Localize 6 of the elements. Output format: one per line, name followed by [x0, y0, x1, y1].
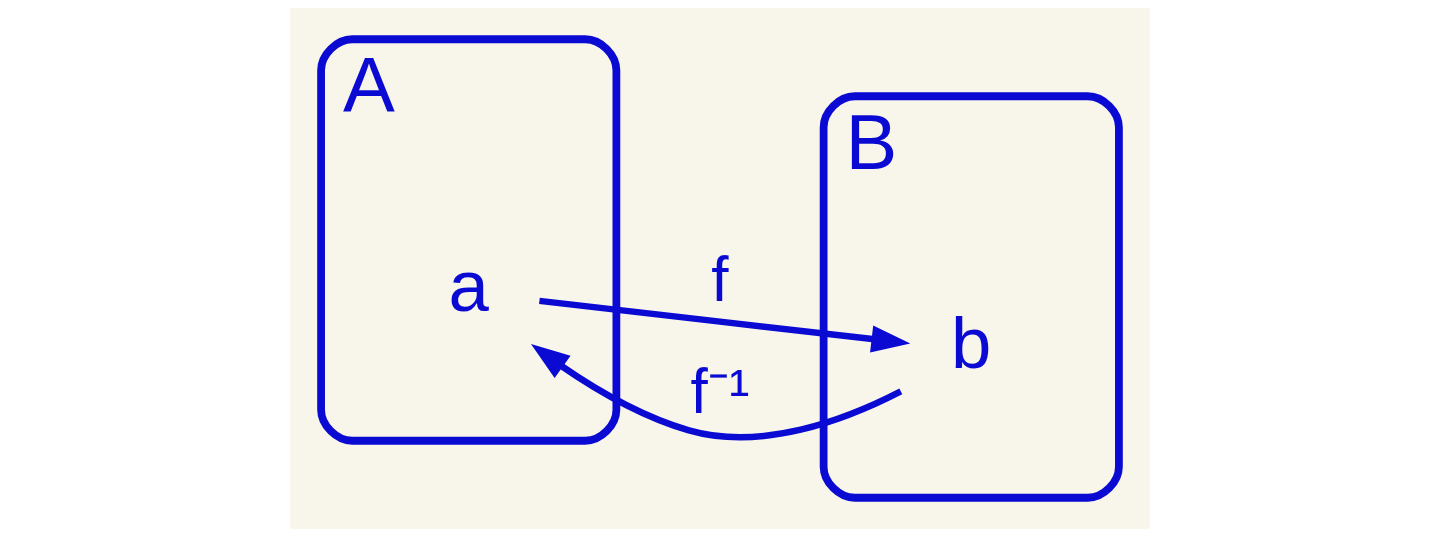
node-text: a — [448, 244, 489, 326]
edge-label: f — [711, 245, 729, 315]
edge-label: f⁻¹ — [690, 356, 750, 426]
arrow — [530, 344, 903, 441]
node-text: b — [951, 301, 992, 383]
arrow — [539, 297, 911, 353]
